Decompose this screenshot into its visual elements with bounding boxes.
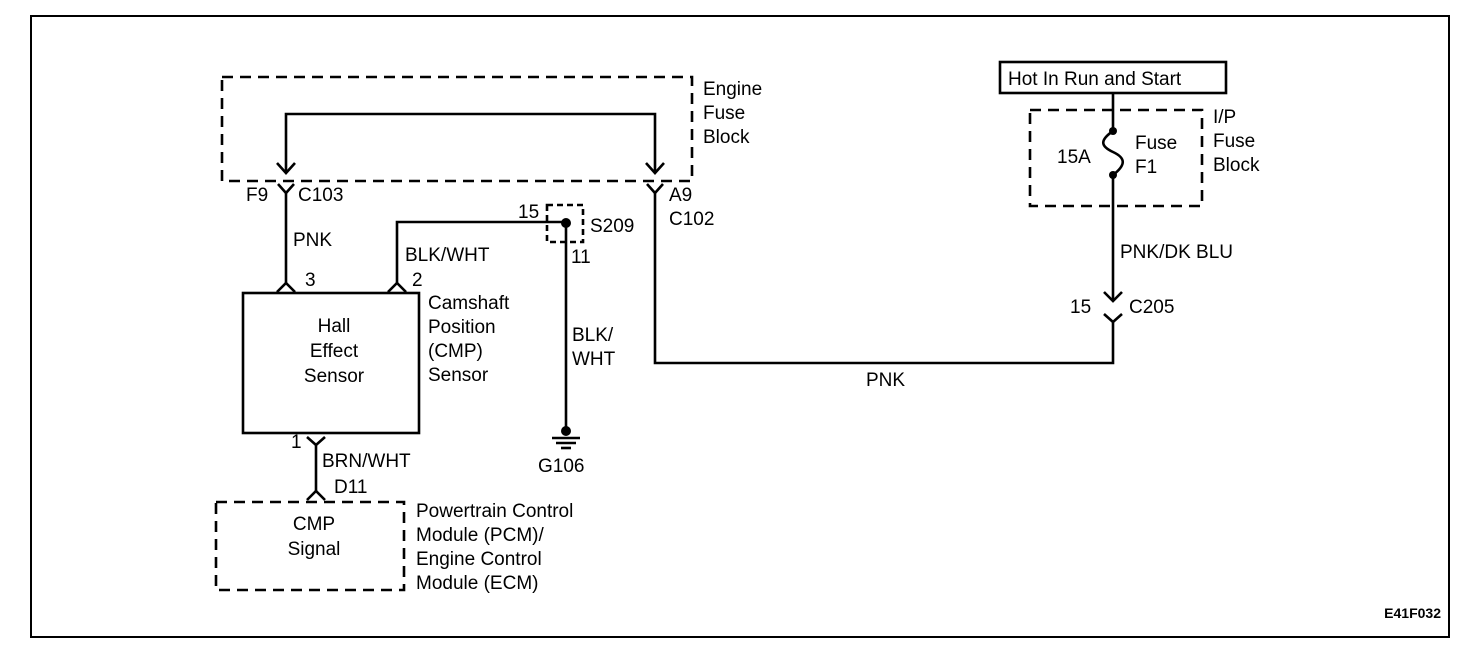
connector-a9-c102-icon <box>646 183 664 195</box>
engine-fuse-block-label-line2: Fuse <box>703 103 745 124</box>
ip-fuse-block-outline <box>1028 108 1204 208</box>
wire-brn-wht-label: BRN/WHT <box>322 451 411 472</box>
connector-pin3-label: 3 <box>305 270 316 291</box>
fuse-name-line1: Fuse <box>1135 133 1177 154</box>
splice-s209-pin15-label: 15 <box>518 202 539 223</box>
fuse-icon <box>1101 129 1125 177</box>
ground-g106-label: G106 <box>538 456 584 477</box>
sensor-side-line2: Position <box>428 317 496 338</box>
connector-pin1-label: 1 <box>291 432 302 453</box>
connector-pin1-icon <box>306 436 326 447</box>
wire-pnk-dk-blu-label: PNK/DK BLU <box>1120 242 1233 263</box>
connector-c205-label: C205 <box>1129 297 1174 318</box>
engine-fuse-internal-bus <box>284 112 657 172</box>
pcm-side-line4: Module (ECM) <box>416 573 538 594</box>
sensor-side-line1: Camshaft <box>428 293 510 314</box>
connector-c103-label: C103 <box>298 185 343 206</box>
arrow-down-icon <box>645 162 665 175</box>
ip-fuse-block-label-line1: I/P <box>1213 107 1236 128</box>
engine-fuse-block-outline <box>220 75 694 183</box>
engine-fuse-block-label-line3: Block <box>703 127 750 148</box>
fuse-rating-label: 15A <box>1057 147 1091 168</box>
connector-pin2-icon <box>387 281 407 293</box>
pcm-ecm-outline <box>214 500 406 592</box>
wire-pnk-label: PNK <box>293 230 332 251</box>
pcm-box-line1: CMP <box>293 514 335 535</box>
connector-pin3-icon <box>276 281 296 293</box>
connector-a9-label: A9 <box>669 185 692 206</box>
splice-s209-pin11-label: 11 <box>571 247 591 268</box>
sensor-side-line4: Sensor <box>428 365 489 386</box>
splice-s209-label: S209 <box>590 216 634 237</box>
fuse-name-line2: F1 <box>1135 157 1157 178</box>
connector-pin2-label: 2 <box>412 270 423 291</box>
wire-blk-wht-vertical-line1: BLK/ <box>572 325 614 346</box>
connector-c102-label: C102 <box>669 209 714 230</box>
sensor-box-line1: Hall <box>318 316 351 337</box>
connector-f9-label: F9 <box>246 185 268 206</box>
wire-pnk-bottom-label: PNK <box>866 370 905 391</box>
connector-c205-female-icon <box>1103 313 1123 324</box>
connector-c205-pin-label: 15 <box>1070 297 1091 318</box>
connector-d11-label: D11 <box>334 477 367 498</box>
pcm-side-line1: Powertrain Control <box>416 501 573 522</box>
pcm-box-line2: Signal <box>288 539 341 560</box>
sensor-box-line3: Sensor <box>304 366 365 387</box>
sensor-side-line3: (CMP) <box>428 341 483 362</box>
wire-blk-wht-label: BLK/WHT <box>405 245 490 266</box>
connector-c205-male-icon <box>1103 291 1123 303</box>
arrow-down-icon <box>276 162 296 175</box>
ip-fuse-block-label-line2: Fuse <box>1213 131 1255 152</box>
pcm-side-line3: Engine Control <box>416 549 542 570</box>
engine-fuse-block-label-line1: Engine <box>703 79 762 100</box>
hot-in-run-start-label: Hot In Run and Start <box>1008 69 1182 90</box>
wire-blk-wht-vertical-line2: WHT <box>572 349 616 370</box>
pcm-side-line2: Module (PCM)/ <box>416 525 544 546</box>
wire-blk-wht-sensor-to-s209 <box>395 220 566 284</box>
wire-pnk-c102-to-c205 <box>653 193 1115 365</box>
ground-icon <box>552 426 580 450</box>
ip-fuse-block-label-line3: Block <box>1213 155 1260 176</box>
sensor-box-line2: Effect <box>310 341 359 362</box>
connector-d11-icon <box>306 489 326 501</box>
connector-f9-c103-icon <box>277 183 295 195</box>
hall-effect-sensor-box <box>241 291 421 435</box>
diagram-frame <box>30 15 1450 638</box>
figure-code: E41F032 <box>1384 605 1441 621</box>
